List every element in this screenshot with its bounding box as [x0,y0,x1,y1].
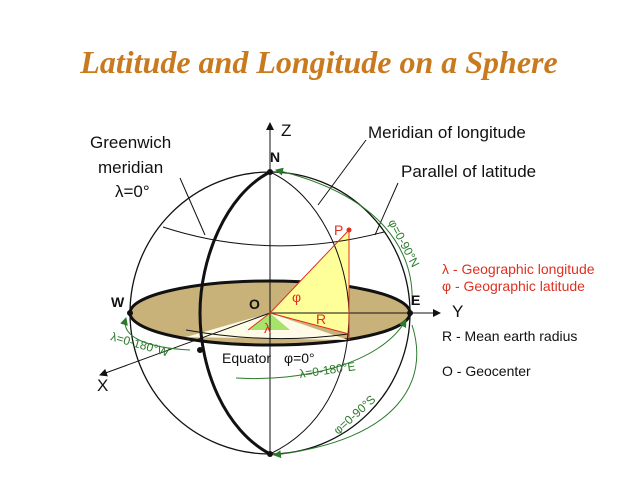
z-axis-label: Z [281,121,292,140]
lat-north-arrow [275,167,413,306]
greenwich-meridian-label: meridian [98,158,164,177]
radius-projection [269,312,350,335]
parallel-leader [374,182,399,236]
parallel-of-latitude [162,226,385,247]
equator-phi-label: φ=0° [284,350,315,366]
range-lat-south: φ=0-90°S [331,392,379,437]
parallel-of-latitude-label: Parallel of latitude [401,162,537,181]
north-pole-point [267,169,273,175]
lat-south-arrow [273,324,418,459]
origin-label: O [249,296,260,312]
meridian-of-longitude-label: Meridian of longitude [368,123,526,142]
radius-lambda [247,312,271,331]
point-p-label: P [334,222,344,238]
legend-r: R - Mean earth radius [442,328,578,344]
equator-front-line [185,329,349,340]
lon-east-arrow [235,319,407,380]
point-p-dot [346,227,352,233]
legend-o: O - Geocenter [442,363,531,379]
west-label: W [111,294,125,310]
radius-op [269,229,350,314]
y-axis-label: Y [452,302,464,321]
radius-r-label: R [316,311,327,327]
legend-lambda: λ - Geographic longitude [442,261,595,277]
east-point [407,310,413,316]
latitude-triangle [270,230,349,334]
x-axis-label: X [97,376,109,395]
legend-phi: φ - Geographic latitude [442,278,585,294]
lambda-angle-label: λ [264,320,271,336]
west-point [127,310,133,316]
phi-angle-label: φ [292,289,302,305]
equator-point [197,347,203,353]
greenwich-meridian [198,170,271,456]
north-label: N [270,149,281,165]
lambda-angle-fill [248,313,290,330]
range-lat-north: φ=0-90°N [385,217,422,270]
page-title: Latitude and Longitude on a Sphere [80,44,558,80]
x-axis [99,312,271,377]
greenwich-lambda-label: λ=0° [115,182,150,201]
south-pole-point [267,451,273,457]
greenwich-leader [179,177,206,236]
meridian-leader [317,139,367,206]
equator-label: Equator [222,350,272,366]
east-label: E [411,292,421,308]
lon-west-arrow [120,317,191,351]
greenwich-label: Greenwich [90,133,172,152]
